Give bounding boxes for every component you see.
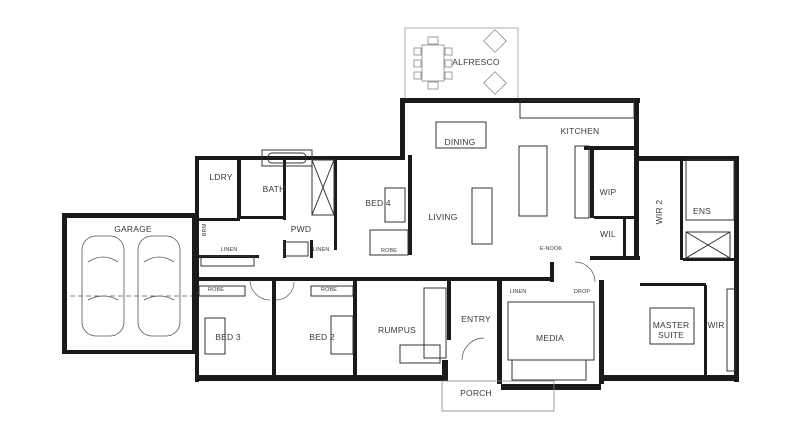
door-swing [275,281,295,301]
alfresco-table-setting [413,29,507,95]
fixtures [198,99,736,381]
room-label-dining: DINING [444,137,476,147]
room-label-pwd: PWD [290,224,312,234]
room-label-bed3: BED 3 [215,332,241,342]
room-label-bed2: BED 2 [309,332,335,342]
room-label-enook: E-NOOK [539,246,563,252]
room-label-media: MEDIA [536,333,564,343]
room-label-rumpus: RUMPUS [377,325,417,335]
room-label-garage: GARAGE [114,224,152,234]
room-label-alfresco: ALFRESCO [452,57,500,67]
room-label-ldry: LDRY [209,172,233,182]
room-label-wip: WIP [599,187,617,197]
room-label-bed4: BED 4 [365,198,391,208]
label-robe-bed2: ROBE [321,287,337,293]
label-linen-hall: LINEN [220,247,238,253]
garage-cars [70,235,192,337]
label-linen-media: LINEN [509,289,527,295]
room-label-ens: ENS [692,206,712,216]
entry-door [461,337,485,361]
room-label-bath: BATH [262,184,286,194]
label-brm: BRM [202,223,208,237]
room-label-porch: PORCH [460,388,492,398]
room-label-wil: WIL [600,229,616,239]
room-label-wir: WIR [707,320,725,330]
room-label-wir2: WIR 2 [654,199,664,225]
label-linen-pwd: LINEN [312,247,330,253]
room-label-entry: ENTRY [461,314,491,324]
room-label-living: LIVING [428,212,458,222]
label-robe-bed4: ROBE [381,248,397,254]
room-label-kitchen: KITCHEN [560,126,600,136]
porch-slab [441,380,555,412]
door-swing [249,279,271,301]
label-robe-bed3: ROBE [208,287,224,293]
door-swing [574,261,596,283]
room-label-master-suite: MASTER SUITE [652,320,690,340]
label-drop: DROP [573,289,591,295]
